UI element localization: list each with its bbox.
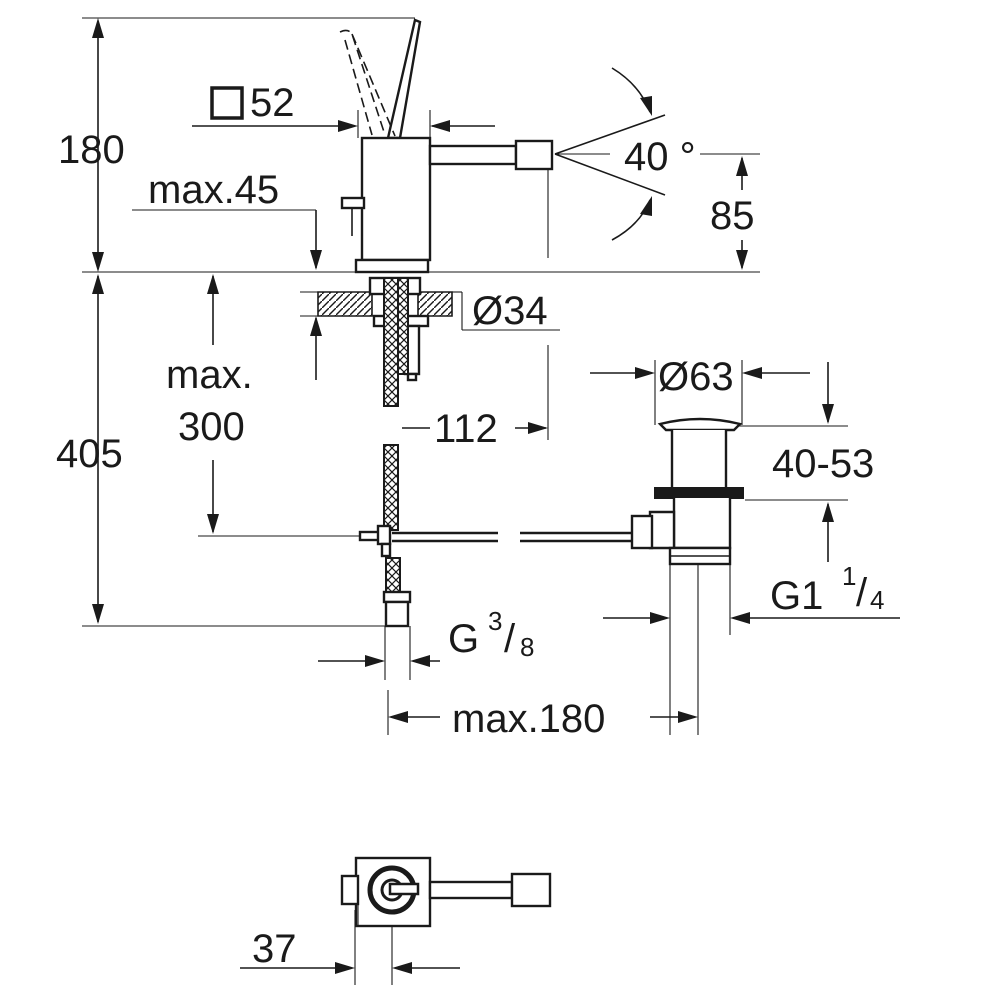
label-thread-waste-main: G1 bbox=[770, 574, 823, 618]
mixer-body bbox=[340, 136, 554, 274]
dim-angle-40 bbox=[554, 67, 666, 241]
square-symbol-icon bbox=[210, 86, 244, 120]
dim-diameter-63 bbox=[590, 360, 810, 425]
dim-max-300 bbox=[198, 274, 370, 537]
dim-spout-height-85 bbox=[700, 153, 760, 270]
pop-up-rod bbox=[358, 524, 634, 558]
dim-range-40-53 bbox=[720, 362, 848, 562]
label-square-52: 52 bbox=[250, 81, 295, 125]
label-spout-reach-112: 112 bbox=[434, 407, 498, 451]
label-max-180: max.180 bbox=[452, 697, 605, 741]
label-height-top: 180 bbox=[58, 128, 125, 172]
label-thread-waste-numerator: 1 bbox=[842, 561, 856, 591]
label-range-40-53: 40-53 bbox=[772, 442, 874, 486]
dim-thread-supply bbox=[318, 626, 440, 680]
label-height-bottom: 405 bbox=[56, 432, 123, 476]
label-max-45: max.45 bbox=[148, 168, 279, 212]
dim-thread-waste bbox=[603, 565, 900, 735]
dim-spout-reach-112 bbox=[402, 162, 549, 440]
dim-diameter-34 bbox=[452, 291, 560, 331]
dim-max-180 bbox=[387, 560, 699, 735]
label-depth-37: 37 bbox=[252, 927, 297, 971]
label-angle-40: 40 ° bbox=[624, 135, 696, 179]
label-max-300-line2: 300 bbox=[178, 405, 245, 449]
label-thread-waste-denominator: 4 bbox=[870, 585, 884, 615]
label-thread-waste-slash: / bbox=[856, 571, 868, 615]
top-view bbox=[340, 856, 552, 928]
waste-fitting bbox=[630, 417, 744, 566]
label-diameter-34: Ø34 bbox=[472, 289, 548, 333]
label-thread-supply-denominator: 8 bbox=[520, 632, 534, 662]
label-thread-supply-slash: / bbox=[504, 617, 516, 661]
label-max-300-line1: max. bbox=[166, 353, 253, 397]
supply-hoses bbox=[383, 277, 409, 609]
hose-connector bbox=[382, 590, 412, 628]
label-thread-supply-numerator: 3 bbox=[488, 606, 502, 636]
label-thread-supply-main: G bbox=[448, 617, 479, 661]
label-diameter-63: Ø63 bbox=[658, 355, 734, 399]
label-spout-height-85: 85 bbox=[710, 194, 755, 238]
dim-height-top bbox=[82, 17, 415, 272]
dim-square-52 bbox=[192, 86, 495, 138]
lever-handle bbox=[339, 18, 422, 140]
